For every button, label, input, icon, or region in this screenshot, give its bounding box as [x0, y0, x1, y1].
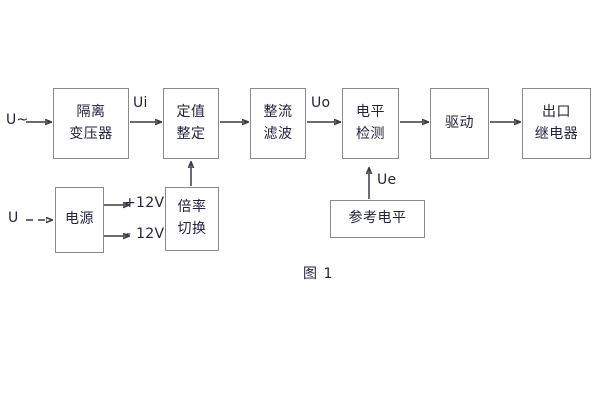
label-input-dc: U [8, 210, 19, 226]
block-level-detect-line1: 电平 [356, 103, 385, 120]
label-rail-positive: +12V [124, 195, 165, 211]
label-uo: Uo [311, 95, 331, 111]
block-ratio-switch[interactable]: 倍率 切换 [165, 187, 219, 251]
block-drive-line1: 驱动 [445, 114, 474, 131]
block-setting-value-line1: 定值 [176, 103, 206, 120]
block-isolation-transformer[interactable]: 隔离 变压器 [53, 88, 129, 159]
block-reference-level[interactable]: 参考电平 [330, 200, 425, 238]
block-setting-value[interactable]: 定值 整定 [163, 88, 219, 159]
block-output-relay-line2: 继电器 [534, 125, 579, 142]
block-level-detect[interactable]: 电平 检测 [342, 88, 399, 159]
block-power-supply[interactable]: 电源 [55, 187, 104, 253]
block-rectify-filter-line1: 整流 [263, 103, 293, 120]
block-drive[interactable]: 驱动 [430, 88, 489, 159]
block-isolation-transformer-line2: 变压器 [69, 125, 113, 142]
block-ratio-switch-line2: 切换 [177, 221, 207, 237]
block-ratio-switch-line1: 倍率 [177, 199, 207, 216]
label-input-ac: U~ [6, 112, 29, 128]
block-reference-level-line1: 参考电平 [348, 210, 407, 227]
block-setting-value-line2: 整定 [176, 125, 206, 142]
block-level-detect-line2: 检测 [356, 125, 385, 142]
label-rail-negative: - 12V [126, 226, 165, 242]
block-output-relay-line1: 出口 [542, 103, 571, 120]
block-rectify-filter[interactable]: 整流 滤波 [250, 88, 306, 159]
block-power-supply-line1: 电源 [65, 211, 94, 228]
label-ue: Ue [377, 172, 397, 188]
label-ui: Ui [133, 95, 148, 111]
block-rectify-filter-line2: 滤波 [263, 125, 293, 142]
block-output-relay[interactable]: 出口 继电器 [522, 88, 591, 159]
block-isolation-transformer-line1: 隔离 [76, 103, 106, 120]
figure-caption: 图 1 [303, 266, 334, 282]
